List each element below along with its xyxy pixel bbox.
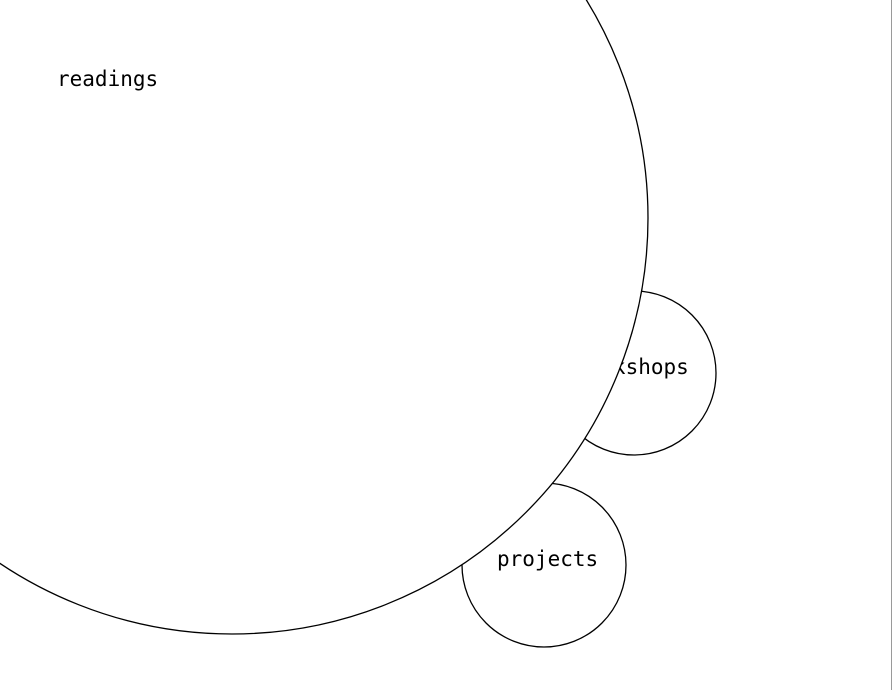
bubble-projects-label: projects (497, 547, 598, 571)
bubble-readings: readings (0, 0, 649, 635)
right-edge-divider (891, 0, 892, 690)
bubble-readings-circle (0, 0, 649, 635)
bubble-readings-label: readings (57, 67, 158, 91)
